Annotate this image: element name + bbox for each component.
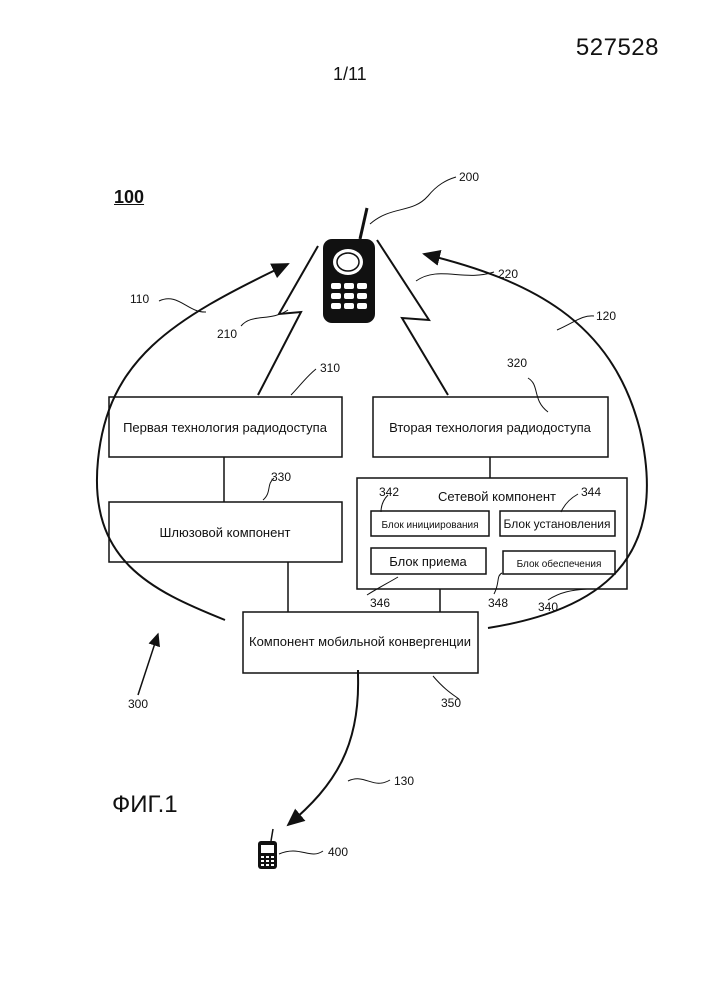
ref-344: 344 (581, 485, 601, 499)
radio-link-220 (377, 240, 448, 395)
leader-220 (416, 272, 494, 281)
leader-310 (291, 369, 316, 395)
arrow-300 (138, 634, 158, 695)
gateway-label: Шлюзовой компонент (160, 525, 291, 540)
ref-220: 220 (498, 267, 518, 281)
ref-342: 342 (379, 485, 399, 499)
path-110 (97, 264, 288, 620)
provision-label: Блок обеспечения (517, 558, 602, 570)
ref-400: 400 (328, 845, 348, 859)
ref-130: 130 (394, 774, 414, 788)
ref-120: 120 (596, 309, 616, 323)
rat1-label: Первая технология радиодоступа (123, 420, 328, 435)
leader-400 (279, 851, 323, 854)
ref-348: 348 (488, 596, 508, 610)
mobile-phone-icon (323, 208, 375, 323)
leader-348 (494, 573, 502, 594)
ref-346: 346 (370, 596, 390, 610)
initiation-label: Блок инициирования (381, 520, 478, 531)
ref-200: 200 (459, 170, 479, 184)
path-130 (288, 676, 358, 825)
secondary-mobile-phone-icon (258, 829, 277, 869)
ref-320: 320 (507, 356, 527, 370)
ref-330: 330 (271, 470, 291, 484)
network-label: Сетевой компонент (438, 489, 556, 504)
ref-350: 350 (441, 696, 461, 710)
ref-110: 110 (130, 292, 149, 306)
ref-300: 300 (128, 697, 148, 711)
reception-label: Блок приема (389, 554, 467, 569)
leader-200 (370, 177, 456, 224)
leader-344 (561, 494, 578, 512)
radio-link-210 (258, 246, 318, 395)
ref-210: 210 (217, 327, 237, 341)
leader-130 (348, 779, 390, 783)
establishment-label: Блок установления (504, 517, 611, 531)
mcc-label: Компонент мобильной конвергенции (249, 634, 471, 649)
leader-320 (528, 378, 548, 412)
rat2-label: Вторая технология радиодоступа (389, 420, 592, 435)
leader-346 (367, 577, 398, 595)
ref-310: 310 (320, 361, 340, 375)
ref-340: 340 (538, 600, 558, 614)
